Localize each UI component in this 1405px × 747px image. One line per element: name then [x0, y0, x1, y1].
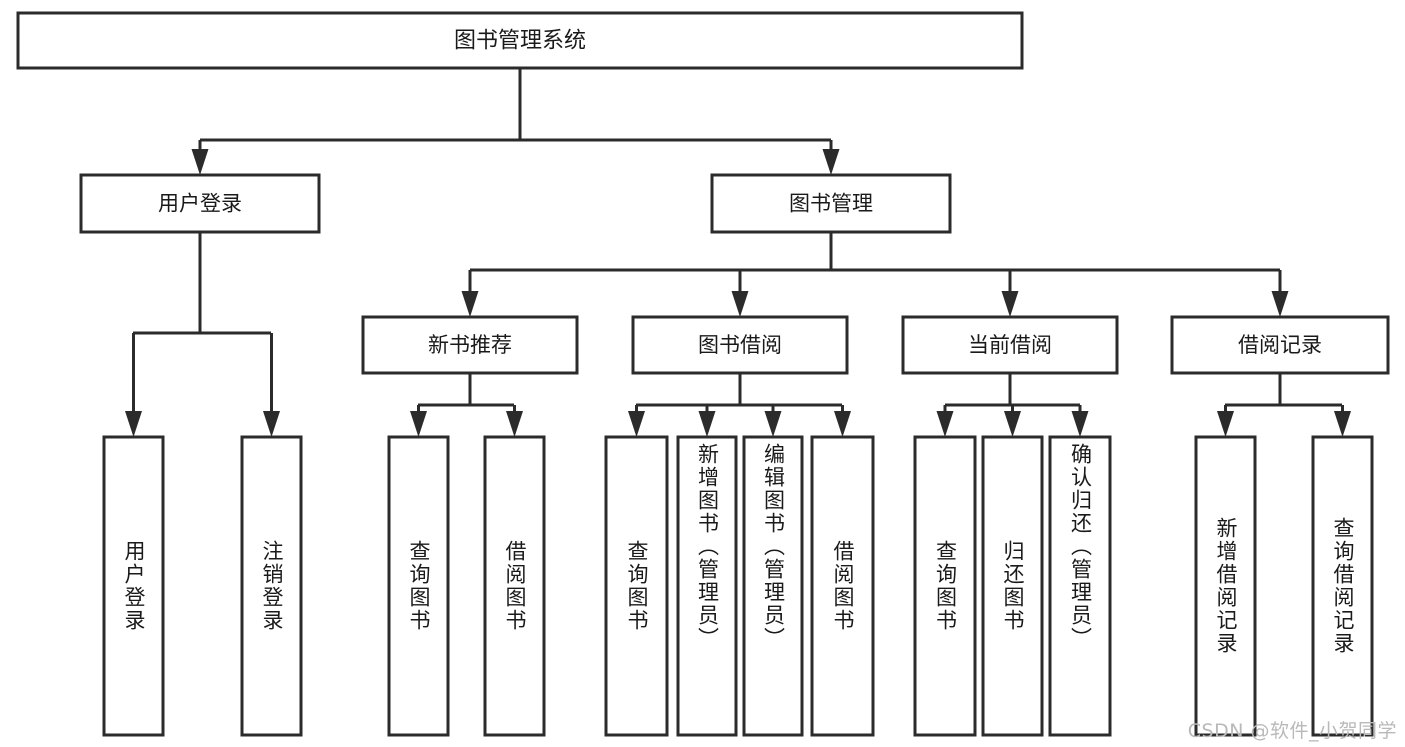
connector-layer — [125, 68, 1351, 437]
node-leaf-box-1[interactable] — [240, 435, 303, 737]
new-book-bus-arrow-0-head — [410, 411, 427, 437]
node-level1-label-1: 图书管理 — [789, 192, 873, 216]
borrow-record-bus-arrow-0-head — [1217, 411, 1234, 437]
node-leaf-box-10[interactable] — [1048, 435, 1112, 737]
node-level1-box-1[interactable] — [710, 173, 952, 234]
node-leaf-box-2[interactable] — [387, 435, 450, 737]
node-level2-box-3[interactable] — [1170, 315, 1390, 375]
node-level1-box-0[interactable] — [79, 173, 321, 234]
root-bus-arrow-0-head — [191, 149, 209, 175]
book-mgmt-bus-arrow-1-head — [731, 291, 749, 317]
node-leaf-box-0[interactable] — [102, 435, 165, 737]
node-level2-box-2[interactable] — [901, 315, 1119, 375]
node-level2-label-1: 图书借阅 — [698, 333, 782, 357]
node-level2-label-3: 借阅记录 — [1238, 333, 1322, 357]
book-borrow-bus-arrow-1-head — [698, 411, 716, 437]
node-level2-label-2: 当前借阅 — [968, 333, 1052, 357]
node-root-label: 图书管理系统 — [454, 29, 586, 54]
borrow-record-bus-arrow-1-head — [1334, 411, 1351, 437]
book-borrow-bus-arrow-2-head — [764, 411, 782, 437]
node-leaf-box-12[interactable] — [1311, 435, 1374, 737]
node-level1-label-0: 用户登录 — [158, 192, 242, 216]
node-leaf-box-4[interactable] — [604, 435, 669, 737]
book-mgmt-bus-arrow-2-head — [1001, 291, 1019, 317]
current-borrow-bus-arrow-1-head — [1004, 411, 1021, 437]
user-login-bus-arrow-0-head — [125, 411, 142, 437]
node-leaf-box-3[interactable] — [483, 435, 546, 737]
book-borrow-bus-arrow-0-head — [628, 411, 645, 437]
node-leaf-box-11[interactable] — [1194, 435, 1257, 737]
node-leaf-box-6[interactable] — [742, 435, 804, 737]
node-leaf-box-9[interactable] — [981, 435, 1044, 737]
node-leaf-box-7[interactable] — [810, 435, 875, 737]
node-root-box[interactable] — [16, 11, 1024, 70]
book-borrow-bus-arrow-3-head — [834, 411, 851, 437]
node-level2-label-0: 新书推荐 — [428, 333, 512, 357]
node-box-layer — [16, 11, 1390, 737]
user-login-bus-arrow-1-head — [263, 411, 280, 437]
node-level2-box-0[interactable] — [361, 315, 579, 375]
watermark-text: CSDN @软件_小贺同学 — [1187, 720, 1397, 742]
node-level2-box-1[interactable] — [631, 315, 849, 375]
current-borrow-bus-arrow-2-head — [1071, 411, 1089, 437]
book-mgmt-bus-arrow-0-head — [461, 291, 479, 317]
node-leaf-box-8[interactable] — [913, 435, 977, 737]
current-borrow-bus-arrow-0-head — [936, 411, 954, 437]
node-leaf-box-5[interactable] — [676, 435, 738, 737]
book-mgmt-bus-arrow-3-head — [1271, 291, 1289, 317]
root-bus-arrow-1-head — [822, 149, 840, 175]
new-book-bus-arrow-1-head — [506, 411, 523, 437]
